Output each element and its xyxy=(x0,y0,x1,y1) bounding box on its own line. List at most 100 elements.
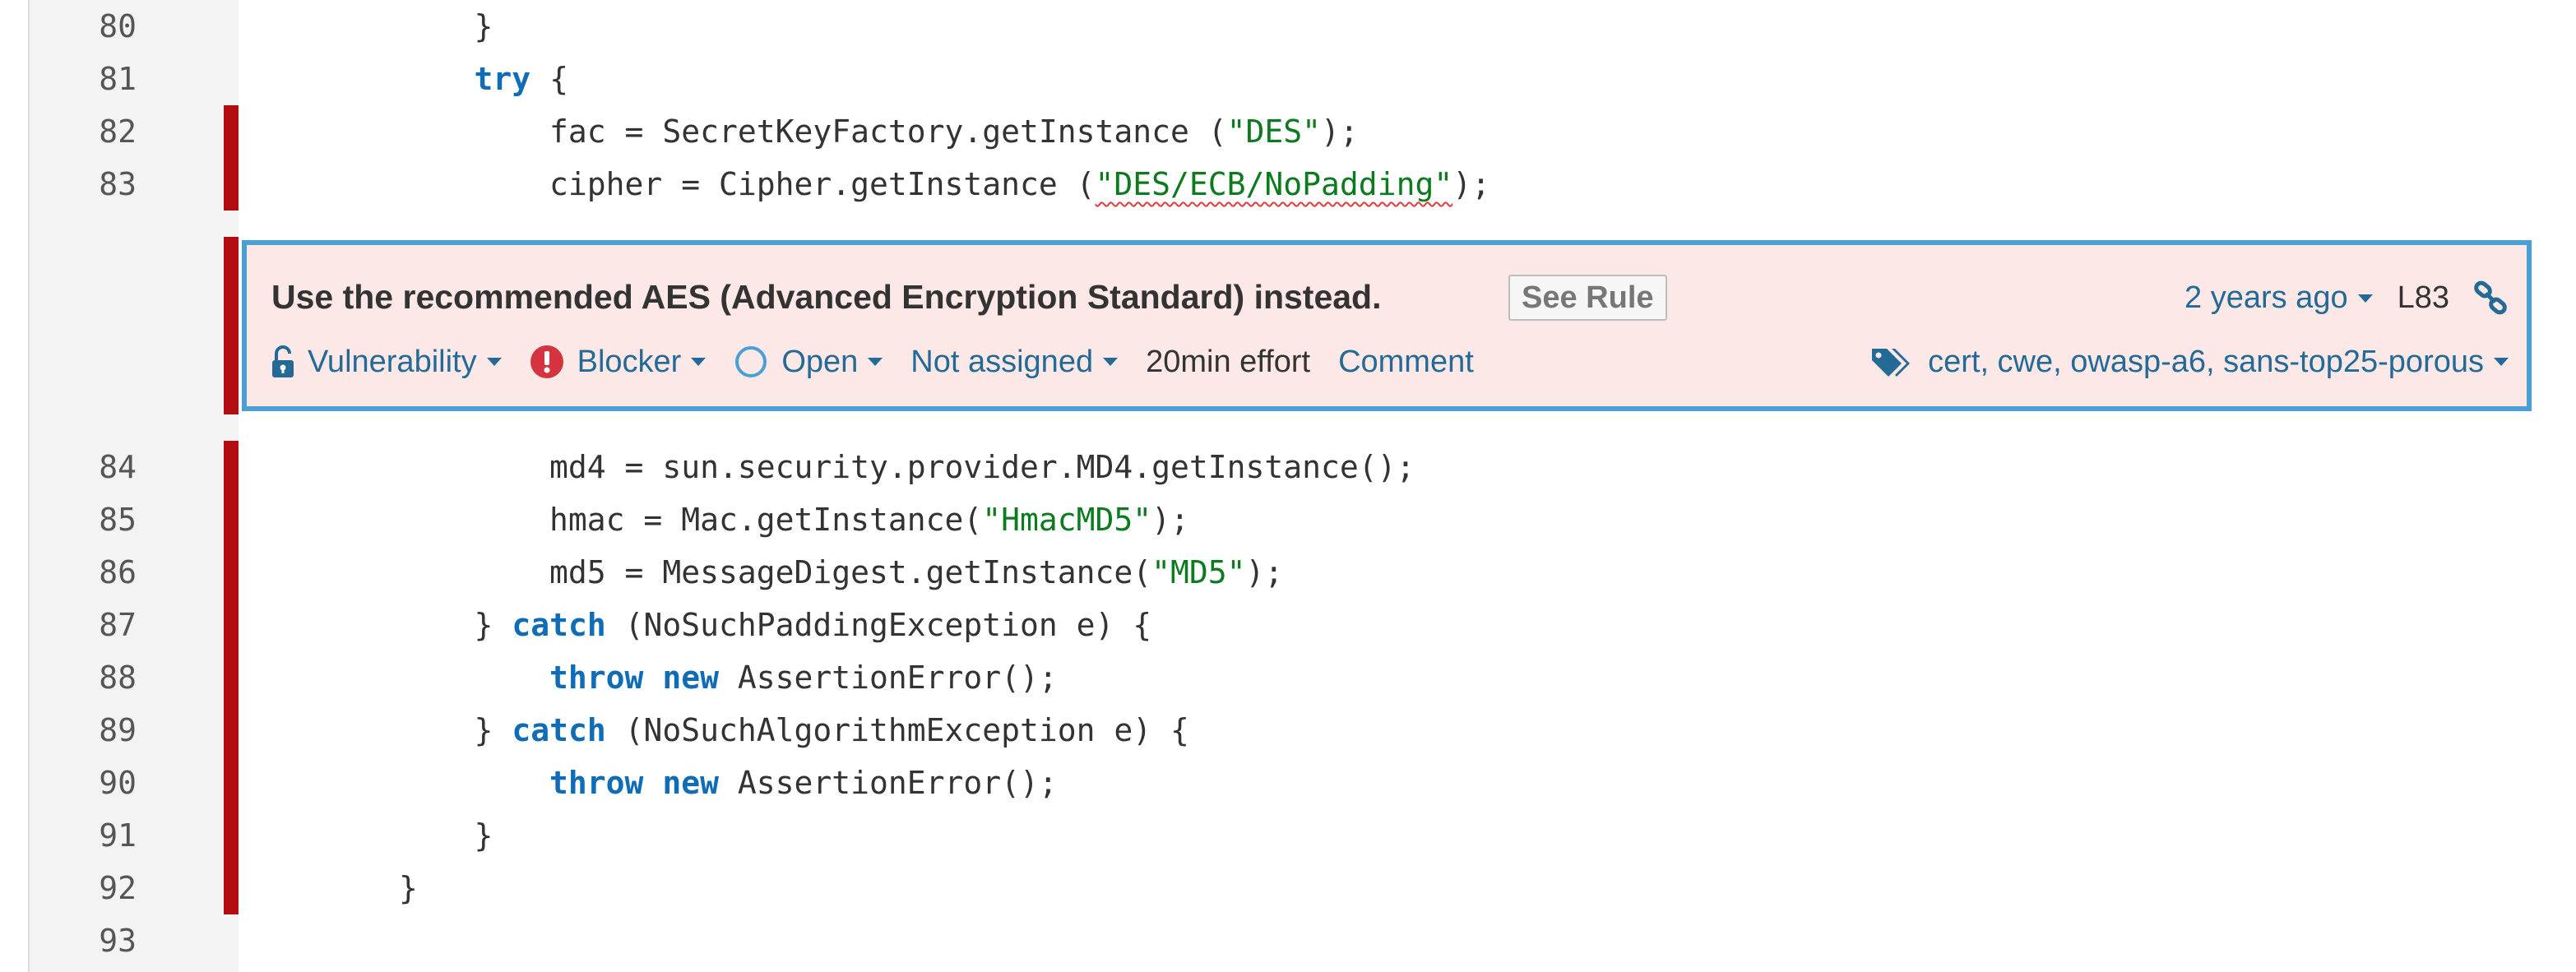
unlock-icon xyxy=(272,345,294,377)
issue-location-marker xyxy=(224,651,239,704)
code-line: 83 cipher = Cipher.getInstance ("DES/ECB… xyxy=(0,158,2576,211)
indent xyxy=(248,660,549,696)
line-number[interactable]: 90 xyxy=(99,765,137,801)
issue-location-marker xyxy=(224,158,239,211)
code-text: } xyxy=(248,870,418,906)
code-text: cipher = Cipher.getInstance ("DES/ECB/No… xyxy=(248,158,1490,211)
issue-location-marker xyxy=(224,862,239,914)
keyword-token: throw xyxy=(549,765,644,801)
code-text: throw new AssertionError(); xyxy=(248,757,1058,809)
code-text: md5 = MessageDigest.getInstance("MD5"); xyxy=(248,546,1283,599)
chevron-down-icon xyxy=(2494,358,2509,366)
code-line: 80 } xyxy=(0,0,2576,53)
code-token: AssertionError(); xyxy=(718,660,1058,696)
issue-box[interactable]: Use the recommended AES (Advanced Encryp… xyxy=(242,240,2532,411)
code-line: 92 } xyxy=(0,862,2576,914)
line-number[interactable]: 85 xyxy=(99,502,137,538)
code-token: hmac = Mac.getInstance( xyxy=(549,502,983,538)
chevron-down-icon xyxy=(691,358,707,366)
code-token: } xyxy=(474,607,512,643)
issue-location-marker xyxy=(224,757,239,809)
chevron-down-icon xyxy=(868,358,883,366)
code-token: (NoSuchPaddingException e) { xyxy=(605,607,1152,643)
indent xyxy=(248,765,549,801)
keyword-token: catch xyxy=(512,607,606,643)
issue-location-marker xyxy=(224,599,239,651)
indent xyxy=(248,554,549,590)
keyword-token: new xyxy=(662,765,719,801)
code-token: md5 = MessageDigest.getInstance( xyxy=(549,554,1152,590)
code-line: 81 try { xyxy=(0,53,2576,105)
code-line: 93 xyxy=(0,914,2576,967)
issue-message[interactable]: Use the recommended AES (Advanced Encryp… xyxy=(271,278,1382,316)
code-text: } catch (NoSuchPaddingException e) { xyxy=(248,599,1152,651)
line-number[interactable]: 88 xyxy=(99,660,137,696)
issue-severity: Blocker xyxy=(577,344,682,379)
line-number[interactable]: 86 xyxy=(99,554,137,590)
code-text: } xyxy=(248,817,493,854)
issue-location-marker xyxy=(224,704,239,757)
keyword-token: throw xyxy=(549,660,644,696)
issue-age-dropdown[interactable]: 2 years ago xyxy=(2185,280,2373,316)
chevron-down-icon xyxy=(1103,358,1119,366)
indent xyxy=(248,502,549,538)
line-number[interactable]: 80 xyxy=(99,8,137,44)
issue-age: 2 years ago xyxy=(2185,280,2348,315)
comment-link[interactable]: Comment xyxy=(1338,344,1474,379)
line-number[interactable]: 92 xyxy=(99,870,137,906)
line-number[interactable]: 83 xyxy=(99,166,137,202)
keyword-token: try xyxy=(474,61,531,97)
line-number[interactable]: 87 xyxy=(99,607,137,643)
tags-icon xyxy=(1872,349,1911,377)
issue-type: Vulnerability xyxy=(308,344,477,379)
string-token: "MD5" xyxy=(1151,554,1246,590)
code-text: } catch (NoSuchAlgorithmException e) { xyxy=(248,704,1189,757)
code-token: fac = SecretKeyFactory.getInstance ( xyxy=(549,113,1227,150)
issue-location-marker xyxy=(224,493,239,546)
keyword-token: catch xyxy=(512,712,606,748)
issue-status-dropdown[interactable]: Open xyxy=(734,345,883,380)
code-token: { xyxy=(530,61,568,97)
code-line: 82 fac = SecretKeyFactory.getInstance ("… xyxy=(0,105,2576,158)
indent xyxy=(248,607,475,643)
see-rule-button[interactable]: See Rule xyxy=(1508,275,1667,321)
code-token: ); xyxy=(1245,554,1284,590)
code-line: 84 md4 = sun.security.provider.MD4.getIn… xyxy=(0,441,2576,493)
line-number[interactable]: 89 xyxy=(99,712,137,748)
line-number[interactable]: 93 xyxy=(99,923,137,959)
issue-location-marker xyxy=(224,809,239,862)
code-text: } xyxy=(248,8,493,44)
line-number[interactable]: 84 xyxy=(99,449,137,485)
issue-assignee-dropdown[interactable]: Not assigned xyxy=(910,345,1119,380)
line-number[interactable]: 82 xyxy=(99,113,137,150)
code-text: md4 = sun.security.provider.MD4.getInsta… xyxy=(248,449,1415,485)
line-number[interactable]: 81 xyxy=(99,61,137,97)
code-line: 91 } xyxy=(0,809,2576,862)
chevron-down-icon xyxy=(2357,294,2373,303)
link-icon[interactable] xyxy=(2472,280,2509,316)
issue-tags-dropdown[interactable]: cert, cwe, owasp-a6, sans-top25-porous xyxy=(1870,339,2509,385)
keyword-token: new xyxy=(662,660,719,696)
issue-location-marker xyxy=(224,237,239,414)
string-token: "HmacMD5" xyxy=(982,502,1152,538)
line-number[interactable]: 91 xyxy=(99,817,137,854)
code-token: AssertionError(); xyxy=(718,765,1058,801)
issue-type-dropdown[interactable]: Vulnerability xyxy=(271,345,502,380)
code-line: 87 } catch (NoSuchPaddingException e) { xyxy=(0,599,2576,651)
code-text: try { xyxy=(248,53,568,105)
code-token: } xyxy=(474,712,512,748)
line-gutter xyxy=(30,0,239,972)
indent xyxy=(248,166,549,202)
code-token: ); xyxy=(1452,166,1490,202)
code-line: 90 throw new AssertionError(); xyxy=(0,757,2576,809)
code-line: 86 md5 = MessageDigest.getInstance("MD5"… xyxy=(0,546,2576,599)
code-text: fac = SecretKeyFactory.getInstance ("DES… xyxy=(248,105,1359,158)
issue-location-marker xyxy=(224,546,239,599)
issue-severity-dropdown[interactable]: Blocker xyxy=(530,345,707,380)
code-token: ); xyxy=(1321,113,1359,150)
issue-status: Open xyxy=(781,344,859,379)
flagged-string-token[interactable]: "DES/ECB/NoPadding" xyxy=(1095,166,1453,202)
code-line: 89 } catch (NoSuchAlgorithmException e) … xyxy=(0,704,2576,757)
string-token: "DES" xyxy=(1226,113,1322,150)
